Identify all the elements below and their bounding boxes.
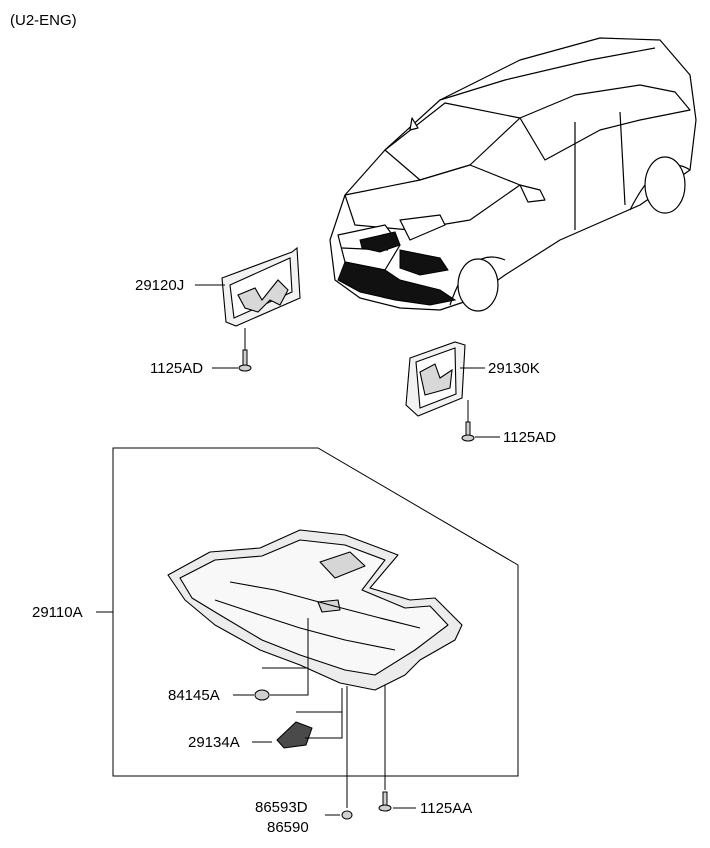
part-label-86590: 86590	[267, 819, 309, 836]
part-29110a-under-cover	[167, 529, 463, 691]
part-29130k-cover	[405, 341, 466, 417]
part-label-29130k: 29130K	[488, 360, 540, 377]
part-label-86593d: 86593D	[255, 799, 308, 816]
vehicle-undercover-highlight	[337, 231, 457, 306]
part-29120j-cover	[221, 246, 301, 327]
part-label-1125ad-left: 1125AD	[150, 360, 204, 377]
part-label-29134a: 29134A	[188, 734, 240, 751]
part-label-29120j: 29120J	[135, 277, 185, 294]
leader-lines	[96, 284, 500, 816]
engine-code-label: (U2-ENG)	[10, 12, 77, 29]
part-1125aa-bolt	[378, 791, 392, 812]
part-86590-nut	[341, 810, 353, 820]
part-label-1125ad-right: 1125AD	[503, 429, 557, 446]
part-label-29110a: 29110A	[32, 604, 83, 621]
part-label-84145a: 84145A	[168, 687, 220, 704]
part-label-1125aa: 1125AA	[420, 800, 473, 817]
part-1125ad-bolt-right	[461, 421, 475, 442]
assembly-frame	[112, 447, 519, 777]
part-84145a-clip	[254, 689, 270, 701]
part-1125ad-bolt-left	[238, 349, 252, 372]
part-29134a-plate	[276, 721, 313, 749]
